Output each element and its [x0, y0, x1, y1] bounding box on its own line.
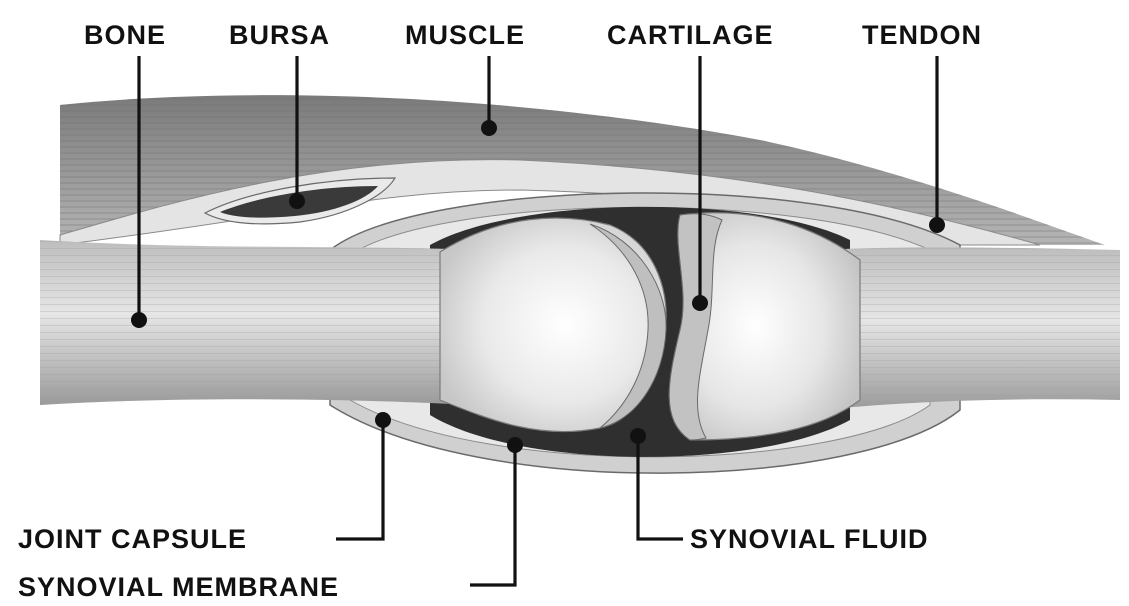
label-tendon: TENDON: [862, 20, 982, 50]
label-bursa: BURSA: [229, 20, 330, 50]
label-synovial-fluid: SYNOVIAL FLUID: [690, 524, 929, 554]
label-joint-capsule: JOINT CAPSULE: [18, 524, 247, 554]
left-bone-head: [440, 218, 666, 432]
label-cartilage: CARTILAGE: [607, 20, 774, 50]
left-bone-shaft: [40, 240, 470, 405]
label-synovial-membrane: SYNOVIAL MEMBRANE: [18, 572, 339, 602]
leader-muscle: [481, 56, 497, 136]
right-bone-shaft: [820, 247, 1120, 410]
label-bone: BONE: [84, 20, 166, 50]
leader-joint-capsule: [336, 412, 391, 539]
right-bone-head: [669, 213, 860, 440]
label-muscle: MUSCLE: [405, 20, 525, 50]
